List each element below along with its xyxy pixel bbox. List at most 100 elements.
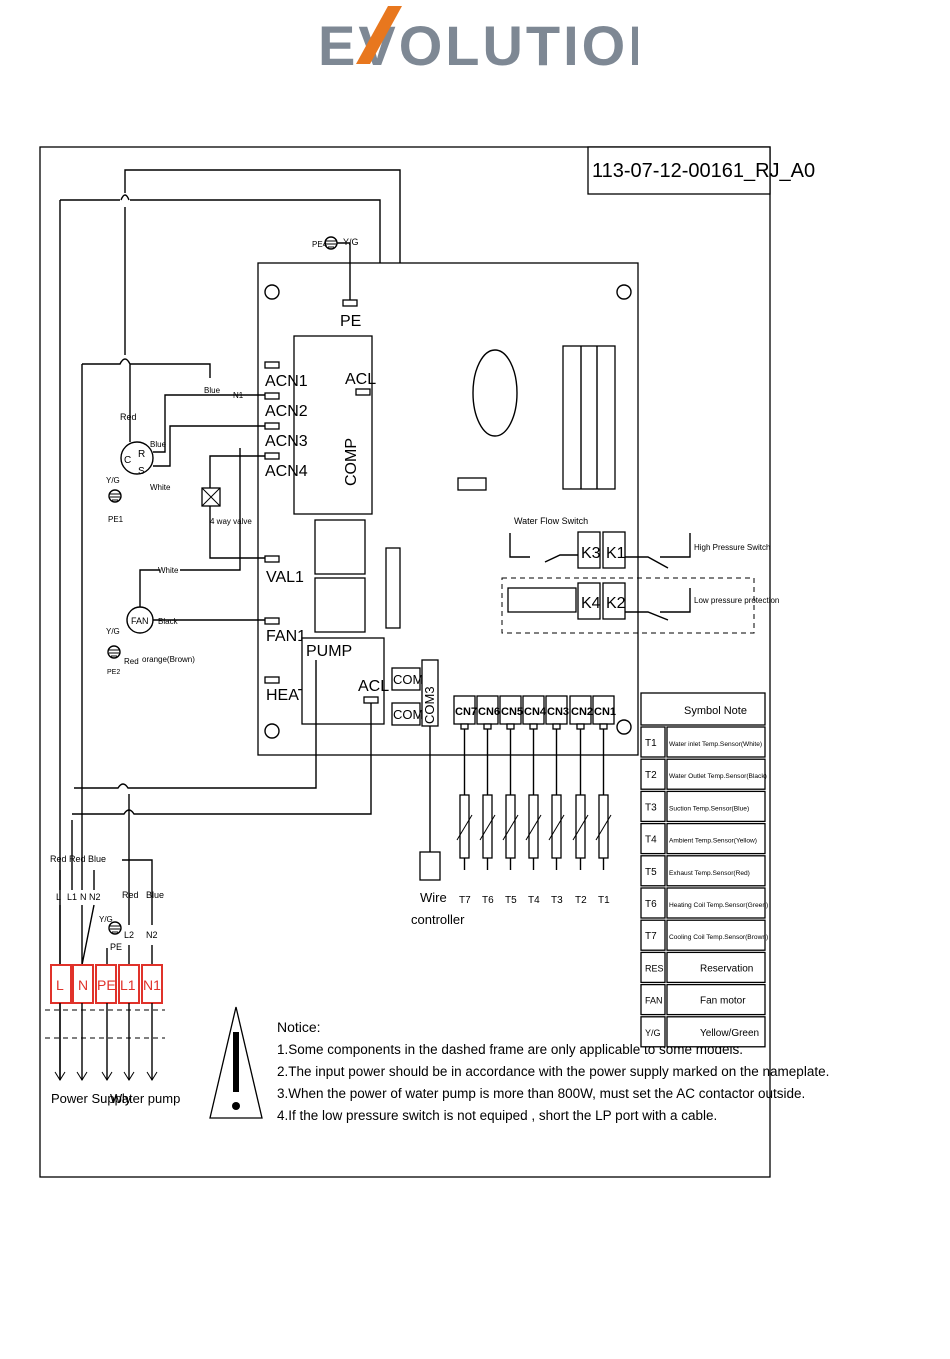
drawing-number-box: [587, 146, 771, 195]
k3-label: K3: [581, 545, 601, 562]
symbol-code-cell: [640, 1016, 666, 1048]
symbol-code-cell: [640, 951, 666, 984]
wire-pump-l: [74, 660, 317, 789]
sensor-t6-icon: [482, 794, 493, 859]
chip: [457, 477, 487, 491]
wire-crossover: [120, 194, 130, 201]
capacitor: [472, 349, 518, 437]
k2-label: K2: [606, 595, 626, 612]
fan-label: FAN: [131, 616, 149, 626]
pe4-label: PE4: [312, 240, 328, 249]
symbol-desc-5: Heating Coil Temp.Sensor(Green): [669, 902, 768, 909]
mount-hole-br: [616, 719, 632, 735]
symbol-code-1: T2: [645, 770, 657, 781]
pump-acl-label: ACL: [358, 678, 389, 695]
symbol-desc-cell: [666, 887, 766, 919]
power-wire-stubs: [59, 810, 95, 890]
symbol-code-8: FAN: [645, 996, 663, 1006]
sensor-t2-icon: [575, 794, 586, 859]
symbol-desc-cell: [666, 855, 766, 887]
sensor-t5-icon: [505, 794, 516, 859]
val1-label: VAL1: [266, 569, 304, 586]
water-flow-switch-label: Water Flow Switch: [514, 516, 588, 526]
power-l2-label: L2: [124, 930, 134, 940]
connector-label-cn4: CN4: [524, 706, 547, 718]
k4-label: K4: [581, 595, 601, 612]
fuse: [385, 547, 401, 629]
power-line-l1: L1: [67, 892, 77, 902]
acn1-label: ACN1: [265, 373, 308, 390]
symbol-code-5: T6: [645, 899, 657, 910]
wire-valve: [209, 455, 265, 559]
wire-fan-white: [139, 448, 241, 607]
sensor-t3-icon: [551, 794, 562, 859]
wire-controller-label-2: controller: [411, 912, 465, 927]
evolution-logo: EVOLUTION: [318, 6, 638, 72]
symbol-code-cell: [640, 983, 666, 1016]
ground-pe2-icon: [107, 645, 121, 659]
k1-label: K1: [606, 545, 626, 562]
comp-c: C: [124, 455, 131, 466]
logo-accent-stroke: [356, 6, 402, 64]
pe1-label: PE1: [108, 515, 124, 524]
power-wire-colors: Red Red Blue: [50, 854, 106, 864]
acn3-label: ACN3: [265, 433, 308, 450]
terminal-label-n1: N1: [143, 977, 161, 993]
wire-terminal-down: [59, 1003, 153, 1080]
low-pressure-switch: [625, 588, 691, 621]
symbol-desc-cell: [666, 951, 766, 984]
sensor-label-t4: T4: [528, 895, 540, 906]
symbol-code-cell: [640, 919, 666, 951]
symbol-desc-6: Cooling Coil Temp.Sensor(Brown): [669, 934, 768, 941]
fan1-label: FAN1: [266, 628, 306, 645]
terminal-label-pe: PE: [97, 977, 116, 993]
sensor-t4-icon: [528, 794, 539, 859]
power-supply-label: Power Supply: [51, 1091, 132, 1106]
relay-1: [314, 519, 366, 575]
relay-block: [293, 335, 373, 515]
sensor-label-t5: T5: [505, 895, 517, 906]
pump-blue-label: Blue: [146, 890, 164, 900]
notice-item-4: 4.If the low pressure switch is not equi…: [277, 1108, 717, 1123]
symbol-desc-cell: [666, 919, 766, 951]
terminal-dash-lines: [45, 1009, 165, 1039]
acn2-label: ACN2: [265, 403, 308, 420]
symbol-desc-cell: [666, 822, 766, 855]
wire-pe: [337, 242, 351, 300]
symbol-desc-7: Reservation: [700, 963, 753, 974]
power-line-n: N: [80, 892, 87, 902]
relay-2: [314, 577, 366, 633]
symbol-code-3: T4: [645, 835, 657, 846]
symbol-code-0: T1: [645, 738, 657, 749]
comp-r: R: [138, 449, 145, 460]
notice-item-3: 3.When the power of water pump is more t…: [277, 1086, 805, 1101]
wire-controller-icon: [419, 851, 441, 881]
wire-to-terminals: [59, 904, 153, 966]
water-flow-switch: [509, 533, 578, 563]
symbol-desc-cell: [666, 983, 766, 1016]
compressor-icon: [120, 441, 154, 475]
fan-orange-label: orange(Brown): [142, 655, 195, 664]
low-pressure-label: Low pressure protection: [694, 596, 779, 605]
symbol-desc-3: Ambient Temp.Sensor(Yellow): [669, 838, 757, 845]
com3-label: COM3: [422, 686, 437, 724]
pe-terminal: [342, 299, 358, 307]
symbol-code-cell: [640, 726, 666, 758]
fan-yg-label: Y/G: [106, 627, 120, 636]
com1-label: COM1: [393, 672, 431, 687]
terminal-l: [50, 964, 72, 1004]
sensor-label-t1: T1: [598, 895, 610, 906]
connector-label-cn7: CN7: [455, 706, 477, 718]
notice-item-2: 2.The input power should be in accordanc…: [277, 1064, 829, 1079]
sensor-t1-icon: [598, 794, 609, 859]
wire-blue-label: Blue: [204, 386, 221, 395]
fan-black-label: Black: [158, 617, 179, 626]
comp-red-label: Red: [120, 412, 137, 422]
optional-frame: [501, 577, 755, 634]
fan-white-label: White: [158, 566, 179, 575]
notice-title: Notice:: [277, 1019, 321, 1035]
terminal-n: [72, 964, 94, 1004]
